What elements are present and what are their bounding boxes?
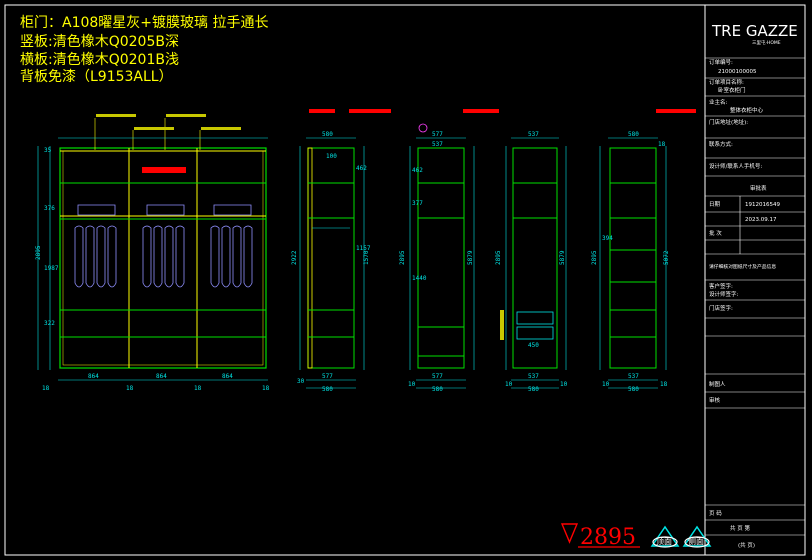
svg-text:设计师/联系人手机号:: 设计师/联系人手机号:	[709, 162, 762, 170]
section-view-1: 580 100 2922 462 1157 1570 577 580 30	[291, 109, 391, 393]
svg-text:联系方式:: 联系方式:	[709, 140, 733, 148]
svg-text:批 次: 批 次	[709, 229, 722, 237]
view-top-label: 顶面	[656, 537, 672, 546]
svg-text:共 页 第: 共 页 第	[730, 524, 750, 532]
svg-text:日期: 日期	[709, 201, 721, 208]
svg-text:100: 100	[326, 153, 337, 160]
svg-text:卧室衣柜门: 卧室衣柜门	[718, 86, 746, 94]
view-button-top[interactable]: 顶面	[648, 524, 682, 550]
svg-text:537: 537	[528, 131, 539, 138]
dim-left-1987: 1987	[44, 265, 59, 272]
svg-text:审核: 审核	[709, 396, 721, 404]
svg-text:18: 18	[660, 381, 668, 388]
svg-text:业主名:: 业主名:	[709, 98, 728, 106]
view-button-side[interactable]: 侧面	[680, 524, 714, 550]
svg-text:580: 580	[322, 131, 333, 138]
svg-text:462: 462	[356, 165, 367, 172]
section-view-3: 537 2895 5879 450 537 580 10 10	[495, 131, 568, 393]
svg-text:577: 577	[432, 131, 443, 138]
material-note-horizontal: 横板:清色橡木Q0201B浅	[20, 52, 179, 68]
cabinet-outline	[59, 147, 267, 369]
svg-text:377: 377	[412, 200, 423, 207]
svg-text:2023.09.17: 2023.09.17	[745, 217, 777, 223]
svg-text:2922: 2922	[291, 250, 298, 265]
svg-text:2895: 2895	[495, 250, 502, 265]
svg-text:页 码: 页 码	[709, 509, 722, 517]
dim-bottom-864c: 864	[222, 373, 233, 380]
svg-text:537: 537	[432, 141, 443, 148]
front-total-height: 2895	[35, 245, 42, 260]
svg-text:10: 10	[602, 381, 610, 388]
svg-text:10: 10	[505, 381, 513, 388]
svg-text:580: 580	[528, 386, 539, 393]
section-view-2: 577 537 2895 462 377 1440 5879 577 580 1…	[399, 109, 499, 393]
height-stamp: 2895	[560, 523, 640, 550]
material-note-back: 背板免漆（L9153ALL）	[20, 69, 173, 85]
stamp-value: 2895	[580, 525, 636, 550]
svg-text:(共 页): (共 页)	[738, 541, 755, 549]
svg-text:制图人: 制图人	[709, 380, 726, 388]
material-note-vertical: 竖板:清色橡木Q0205B深	[20, 34, 179, 50]
svg-text:394: 394	[602, 235, 613, 242]
title-block: TRE GAZZE 三里屯·HOME	[705, 22, 805, 549]
dim-bottom-18b: 18	[126, 385, 134, 392]
svg-text:21000100005: 21000100005	[718, 69, 757, 75]
leader-lines	[94, 118, 201, 150]
svg-text:580: 580	[628, 131, 639, 138]
dim-top-18: 35	[44, 147, 52, 154]
front-dimension-lines	[37, 137, 268, 381]
svg-text:设计师签字:: 设计师签字:	[709, 290, 739, 298]
dim-bottom-18a: 18	[42, 385, 50, 392]
dim-left-322: 322	[44, 320, 55, 327]
svg-text:审批表: 审批表	[750, 184, 767, 192]
svg-text:门店地址(地址):: 门店地址(地址):	[709, 118, 748, 126]
svg-text:2895: 2895	[399, 250, 406, 265]
svg-text:5879: 5879	[467, 250, 474, 265]
svg-text:577: 577	[432, 373, 443, 380]
svg-text:门店签字:: 门店签字:	[709, 304, 733, 312]
svg-text:10: 10	[560, 381, 568, 388]
view-side-icon	[682, 525, 712, 548]
svg-text:客户签字:: 客户签字:	[709, 282, 733, 290]
dim-bottom-18c: 18	[194, 385, 202, 392]
svg-text:订单编号:: 订单编号:	[709, 58, 733, 66]
section-view-4: 580 18 2895 5072 394 537 580 10 18	[591, 109, 696, 393]
svg-text:18: 18	[658, 141, 666, 148]
svg-text:订单项目名称:: 订单项目名称:	[709, 78, 744, 86]
svg-text:1570: 1570	[363, 250, 370, 265]
dim-bottom-864a: 864	[88, 373, 99, 380]
brand-sub: 三里屯·HOME	[752, 39, 781, 46]
svg-text:5072: 5072	[663, 250, 670, 265]
dim-bottom-18d: 18	[262, 385, 270, 392]
view-side-label: 侧面	[688, 537, 704, 546]
dim-bottom-864b: 864	[156, 373, 167, 380]
svg-text:1912016549: 1912016549	[745, 202, 780, 208]
svg-text:537: 537	[528, 373, 539, 380]
svg-text:5879: 5879	[559, 250, 566, 265]
svg-text:577: 577	[322, 373, 333, 380]
svg-text:30: 30	[297, 378, 305, 385]
cabinet-front-elevation: 2895 35 376 1987 322 18 864 18 864 18 86…	[35, 114, 270, 392]
svg-text:2895: 2895	[591, 250, 598, 265]
svg-text:10: 10	[408, 381, 416, 388]
svg-text:整体衣柜中心: 整体衣柜中心	[730, 106, 764, 114]
dim-left-376: 376	[44, 205, 55, 212]
svg-text:580: 580	[322, 386, 333, 393]
red-marker	[142, 167, 186, 173]
svg-text:1440: 1440	[412, 275, 427, 282]
svg-text:请仔细核对图纸尺寸及产品信息: 请仔细核对图纸尺寸及产品信息	[709, 263, 776, 270]
svg-text:462: 462	[412, 167, 423, 174]
svg-text:537: 537	[628, 373, 639, 380]
view-top-icon	[650, 525, 680, 548]
sheet-border	[4, 4, 806, 556]
brand-logo: TRE GAZZE	[711, 22, 798, 40]
svg-text:450: 450	[528, 342, 539, 349]
svg-text:580: 580	[628, 386, 639, 393]
material-note-door: 柜门：A108曜星灰+镀膜玻璃 拉手通长	[20, 15, 269, 31]
hanging-garments	[74, 204, 253, 288]
svg-text:580: 580	[432, 386, 443, 393]
svg-text:1157: 1157	[356, 245, 371, 252]
